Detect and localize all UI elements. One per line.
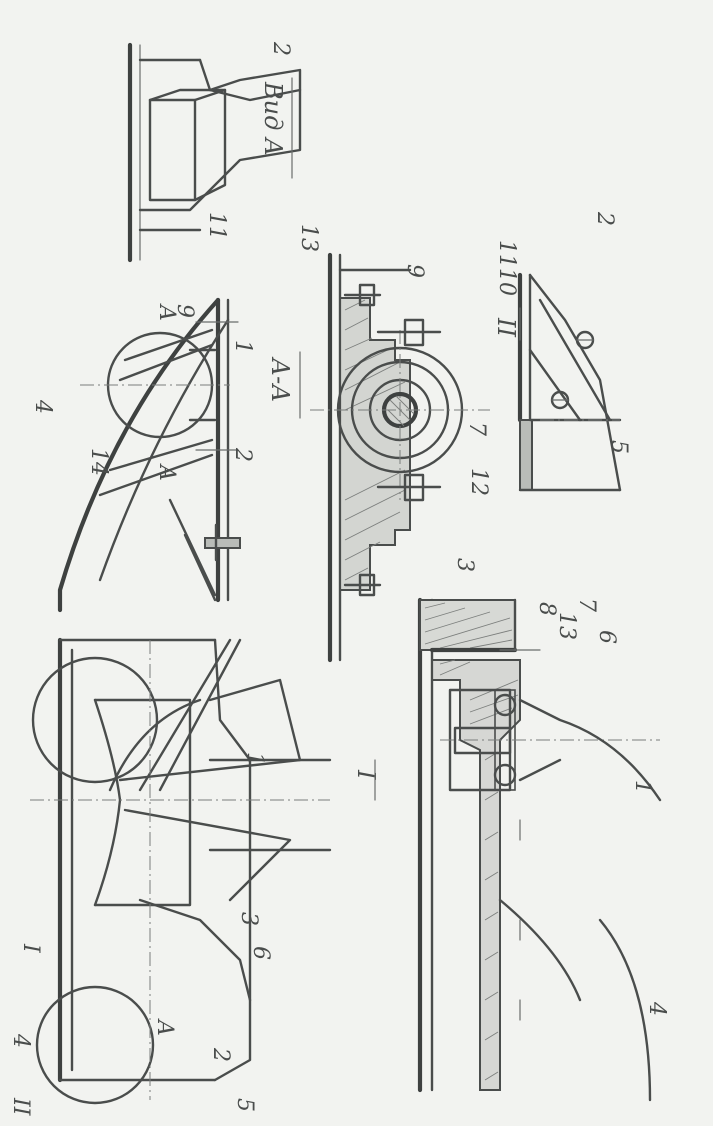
label-9-housing: 9 — [402, 264, 427, 278]
label-5-main: 5 — [232, 1098, 257, 1112]
title-view-a: Вид А — [259, 81, 287, 156]
detail-one: 8 7 13 6 1 4 I — [352, 597, 669, 1102]
label-4-section: 4 — [30, 399, 55, 414]
title-detail-one: I — [352, 769, 380, 780]
label-7-detail: 7 — [574, 598, 599, 612]
label-10-detail: 10 — [494, 268, 519, 296]
title-section-a-a: А-А — [266, 356, 294, 402]
label-2-detail: 2 — [592, 211, 617, 226]
label-2-main: 2 — [208, 1047, 233, 1062]
marker-a-top: A — [154, 303, 179, 321]
label-1-detail: 1 — [630, 780, 655, 794]
marker-a-bottom: A — [154, 463, 179, 481]
section-a-a: 9 1 2 4 14 A A А-А — [30, 297, 301, 613]
label-12-housing: 12 — [466, 468, 491, 496]
label-2-view-a: 2 — [268, 41, 293, 56]
main-view: 1 3 6 4 2 5 I II A — [8, 637, 332, 1117]
label-11-view-a: 11 — [204, 212, 229, 240]
label-4-detail: 4 — [644, 1001, 669, 1016]
label-6-detail: 6 — [594, 630, 619, 644]
marker-i-main: I — [18, 943, 43, 954]
label-1-main: 1 — [242, 752, 267, 766]
title-detail-two: II — [492, 317, 520, 337]
label-13-detail: 13 — [554, 612, 579, 640]
label-8-detail: 8 — [534, 602, 559, 616]
label-11-detail: 11 — [494, 240, 519, 268]
marker-ii-main: II — [8, 1097, 33, 1117]
label-5-detail: 5 — [606, 440, 631, 454]
label-6-main: 6 — [248, 946, 273, 960]
label-3-main: 3 — [236, 912, 261, 926]
label-9-section: 9 — [172, 304, 197, 318]
label-2-section: 2 — [230, 447, 255, 462]
view-a: 2 11 Вид А — [127, 41, 302, 263]
label-13-housing: 13 — [296, 224, 321, 252]
label-14-section: 14 — [86, 448, 111, 476]
label-4-main: 4 — [8, 1033, 33, 1048]
detail-two: 11 10 2 5 II — [492, 211, 631, 492]
marker-a-main: A — [152, 1018, 177, 1036]
label-7-housing: 7 — [464, 422, 489, 436]
bearing-housing: 9 13 7 12 3 — [296, 224, 491, 663]
label-3-housing: 3 — [452, 558, 477, 572]
label-1-section: 1 — [230, 340, 255, 354]
